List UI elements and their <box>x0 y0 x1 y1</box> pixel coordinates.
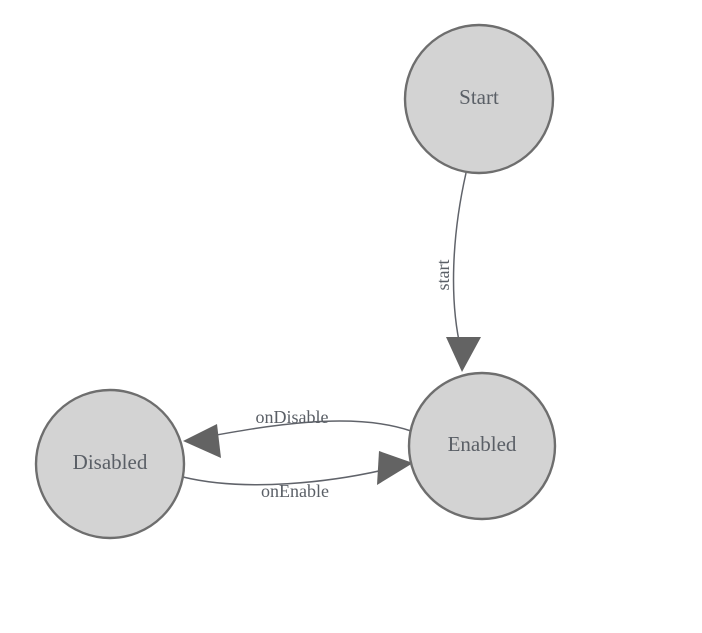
edge-enabled-to-disabled-arrowhead <box>183 424 221 458</box>
edge-start-to-enabled[interactable]: start <box>433 172 481 372</box>
node-disabled-circle <box>34 388 186 540</box>
node-disabled[interactable]: Disabled <box>34 388 186 540</box>
edge-start-to-enabled-arrowhead <box>446 337 481 372</box>
node-start-circle <box>403 23 555 175</box>
edge-label-on-disable: onDisable <box>256 407 329 427</box>
node-start[interactable]: Start <box>403 23 555 175</box>
edge-label-on-enable: onEnable <box>261 481 329 501</box>
edge-label-start: start <box>433 260 453 291</box>
node-disabled-label: Disabled <box>73 450 148 474</box>
node-enabled-label: Enabled <box>448 432 517 456</box>
edge-disabled-to-enabled-path <box>182 467 393 486</box>
edge-enabled-to-disabled-path <box>199 420 412 439</box>
node-enabled[interactable]: Enabled <box>407 371 557 521</box>
edge-enabled-to-disabled[interactable]: onDisable <box>183 407 412 458</box>
edge-start-to-enabled-path <box>452 172 467 351</box>
edge-disabled-to-enabled[interactable]: onEnable <box>182 451 413 501</box>
node-start-label: Start <box>459 85 499 109</box>
edge-disabled-to-enabled-arrowhead <box>377 451 413 485</box>
node-enabled-circle <box>407 371 557 521</box>
